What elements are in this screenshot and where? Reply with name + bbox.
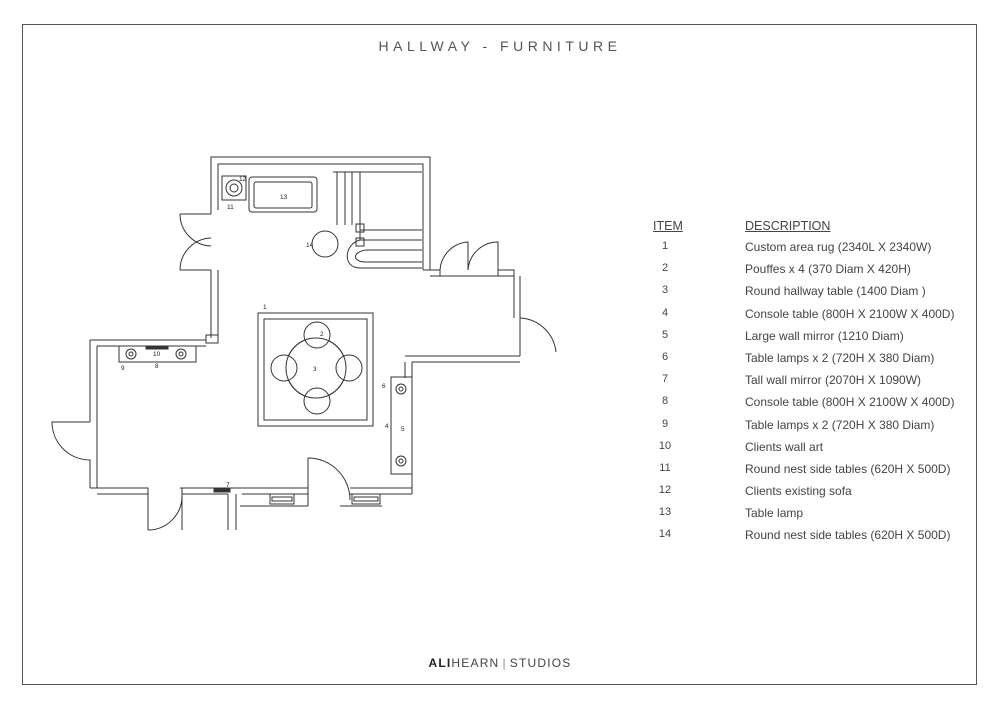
legend-row: 2 Pouffes x 4 (370 Diam X 420H): [652, 259, 982, 281]
plan-label-9: 9: [121, 365, 125, 372]
area-rug-1: [257, 312, 374, 427]
pouffe-2-top: [303, 321, 331, 349]
door-swing-bottom-left: [147, 495, 183, 531]
legend-item-number: 5: [661, 328, 669, 341]
legend-item-description: Round nest side tables (620H X 500D): [745, 461, 951, 476]
legend-row: 13 Table lamp: [652, 503, 982, 525]
plan-label-13: 13: [280, 194, 288, 201]
legend-item-description: Table lamps x 2 (720H X 380 Diam): [745, 417, 935, 432]
plan-label-6: 6: [382, 383, 386, 390]
plan-label-7: 7: [226, 482, 230, 489]
legend-row: 1 Custom area rug (2340L X 2340W): [652, 237, 982, 259]
sofa-12: [248, 176, 318, 213]
legend-item-description: Clients existing sofa: [745, 484, 852, 499]
plan-label-2: 2: [320, 331, 324, 338]
legend-item-description: Clients wall art: [745, 439, 824, 454]
legend-item-description: Tall wall mirror (2070H X 1090W): [745, 373, 922, 388]
legend-item-number: 3: [661, 284, 669, 297]
legend-row: 5 Large wall mirror (1210 Diam): [652, 326, 982, 348]
legend-row: 4 Console table (800H X 2100W X 400D): [652, 304, 982, 326]
legend-header: ITEM DESCRIPTION: [652, 219, 982, 237]
door-swing-left: [51, 418, 91, 488]
table-lamp-9-left: [125, 348, 137, 360]
mirror-7: [213, 487, 231, 493]
plan-label-14: 14: [306, 242, 314, 249]
drawing-title: HALLWAY - FURNITURE: [378, 38, 622, 54]
logo-separator: |: [502, 656, 507, 670]
wall-art-10: [145, 345, 169, 350]
legend-item-number: 7: [661, 373, 669, 386]
legend-item-number: 14: [658, 528, 672, 541]
drawing-border: [22, 24, 977, 685]
pouffe-2-left: [270, 354, 298, 382]
plan-label-4: 4: [385, 423, 389, 430]
legend-item-number: 12: [658, 484, 672, 497]
wall-top-alcove: [210, 156, 431, 270]
console-table-4: [390, 376, 413, 475]
legend-row: 11 Round nest side tables (620H X 500D): [652, 459, 982, 481]
plan-label-1: 1: [263, 304, 267, 311]
wall-top-alcove-inner: [217, 163, 424, 270]
stairs: [333, 171, 422, 269]
legend-item-number: 6: [661, 350, 669, 363]
legend-item-number: 11: [659, 461, 671, 474]
legend-item-number: 10: [658, 439, 672, 452]
plan-label-11: 11: [227, 204, 234, 211]
legend-item-number: 9: [661, 417, 669, 430]
door-swing-right: [519, 317, 557, 356]
legend-item-description: Console table (800H X 2100W X 400D): [745, 395, 955, 410]
table-lamp-6-bottom: [395, 455, 407, 467]
plan-label-5: 5: [401, 426, 405, 433]
pouffe-2-bottom: [303, 387, 331, 415]
legend-rows: 1 Custom area rug (2340L X 2340W) 2 Pouffes…: [652, 237, 982, 548]
plan-label-8: 8: [155, 363, 159, 370]
legend-row: 9 Table lamps x 2 (720H X 380 Diam): [652, 415, 982, 437]
area-rug-1-inner: [263, 318, 368, 421]
legend-item-description: Large wall mirror (1210 Diam): [745, 328, 904, 343]
door-swing-upper-left: [179, 213, 212, 271]
description-column-header: DESCRIPTION: [745, 219, 831, 233]
legend-item-description: Table lamp: [745, 506, 804, 521]
legend-item-number: 4: [661, 306, 669, 319]
pouffe-2-right: [335, 354, 363, 382]
legend-item-description: Custom area rug (2340L X 2340W): [745, 240, 932, 254]
legend-item-number: 8: [661, 395, 669, 408]
logo-first-name: ALI: [428, 656, 452, 670]
legend-item-description: Table lamps x 2 (720H X 380 Diam): [745, 350, 935, 365]
legend-item-description: Round hallway table (1400 Diam ): [745, 284, 926, 299]
studio-logo: ALIHEARN|STUDIOS: [0, 656, 1000, 670]
legend-row: 3 Round hallway table (1400 Diam ): [652, 281, 982, 303]
legend-item-description: Console table (800H X 2100W X 400D): [745, 306, 955, 321]
side-table-14: [311, 230, 339, 258]
side-table-11: [221, 175, 247, 201]
legend-row: 12 Clients existing sofa: [652, 481, 982, 503]
logo-last-name: HEARN: [451, 656, 500, 670]
furniture-legend: ITEM DESCRIPTION 1 Custom area rug (2340L…: [652, 219, 982, 548]
item-column-header: ITEM: [653, 219, 683, 233]
legend-item-description: Pouffes x 4 (370 Diam X 420H): [745, 262, 911, 277]
plan-label-3: 3: [313, 366, 317, 373]
plan-label-10: 10: [153, 351, 161, 358]
logo-studio: STUDIOS: [509, 656, 572, 670]
plan-label-12: 12: [239, 176, 247, 183]
legend-row: 10 Clients wall art: [652, 437, 982, 459]
legend-row: 6 Table lamps x 2 (720H X 380 Diam): [652, 348, 982, 370]
legend-item-description: Round nest side tables (620H X 500D): [745, 528, 951, 543]
legend-item-number: 1: [661, 240, 669, 252]
table-lamp-9-right: [175, 348, 187, 360]
door-swing-top-right: [439, 241, 515, 276]
legend-item-number: 13: [658, 506, 672, 519]
legend-row: 14 Round nest side tables (620H X 500D): [652, 525, 982, 547]
legend-row: 7 Tall wall mirror (2070H X 1090W): [652, 370, 982, 392]
legend-item-number: 2: [661, 262, 669, 275]
door-swing-bottom: [307, 457, 351, 506]
legend-row: 8 Console table (800H X 2100W X 400D): [652, 392, 982, 414]
table-lamp-6-top: [395, 383, 407, 395]
